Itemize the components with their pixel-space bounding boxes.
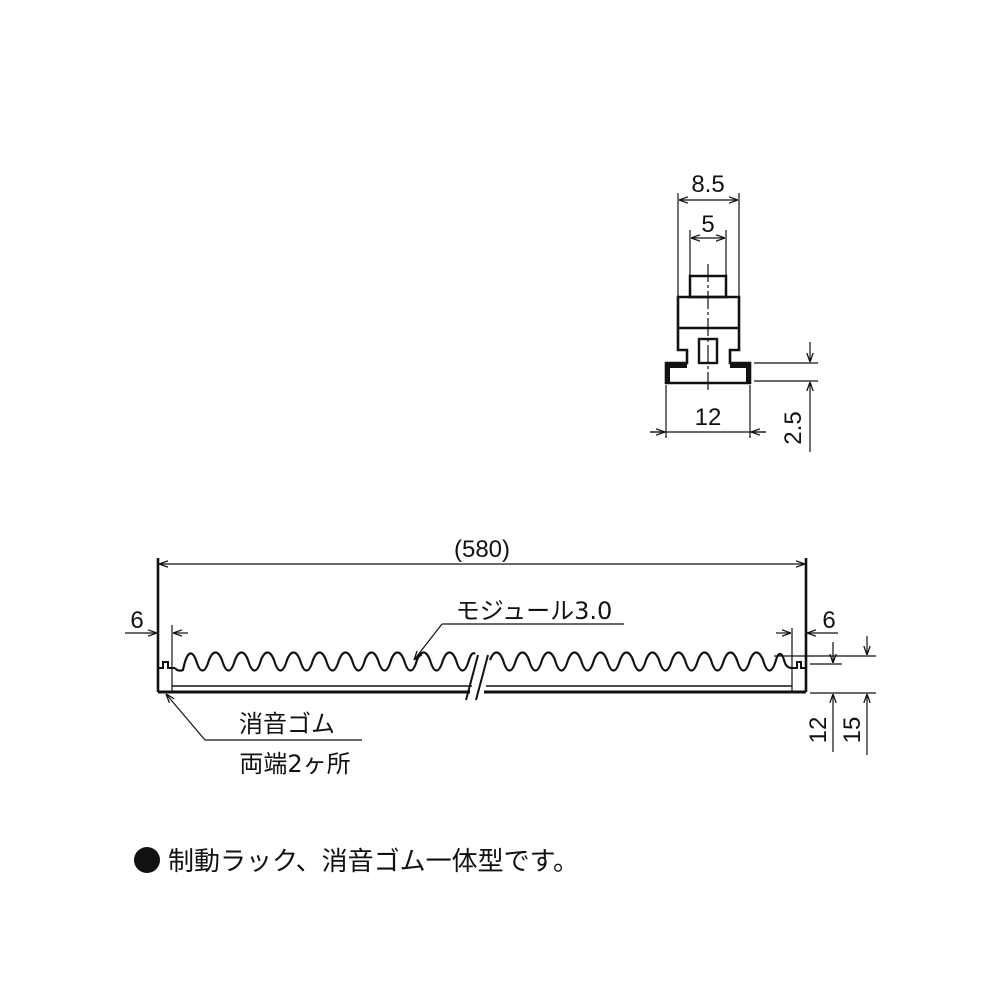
dim-flange-height: 2.5: [780, 411, 807, 444]
side-view: [125, 558, 876, 755]
dim-top-width: 8.5: [691, 171, 724, 198]
end-view: [650, 193, 818, 452]
bullet-icon: [134, 847, 160, 873]
dim-height-to-teeth: 12: [805, 717, 832, 744]
dim-right-offset: 6: [822, 607, 835, 634]
rubber-label-line2: 両端2ヶ所: [239, 750, 350, 778]
dim-left-offset: 6: [130, 607, 143, 634]
dim-overall-length: (580): [454, 536, 510, 563]
note-text: 制動ラック、消音ゴム一体型です。: [168, 847, 579, 877]
rubber-label-line1: 消音ゴム: [239, 710, 335, 738]
dim-tooth-width: 5: [701, 211, 714, 238]
dim-total-height: 15: [839, 717, 866, 744]
module-label: モジュール3.0: [456, 597, 613, 625]
dim-base-width: 12: [695, 404, 722, 431]
